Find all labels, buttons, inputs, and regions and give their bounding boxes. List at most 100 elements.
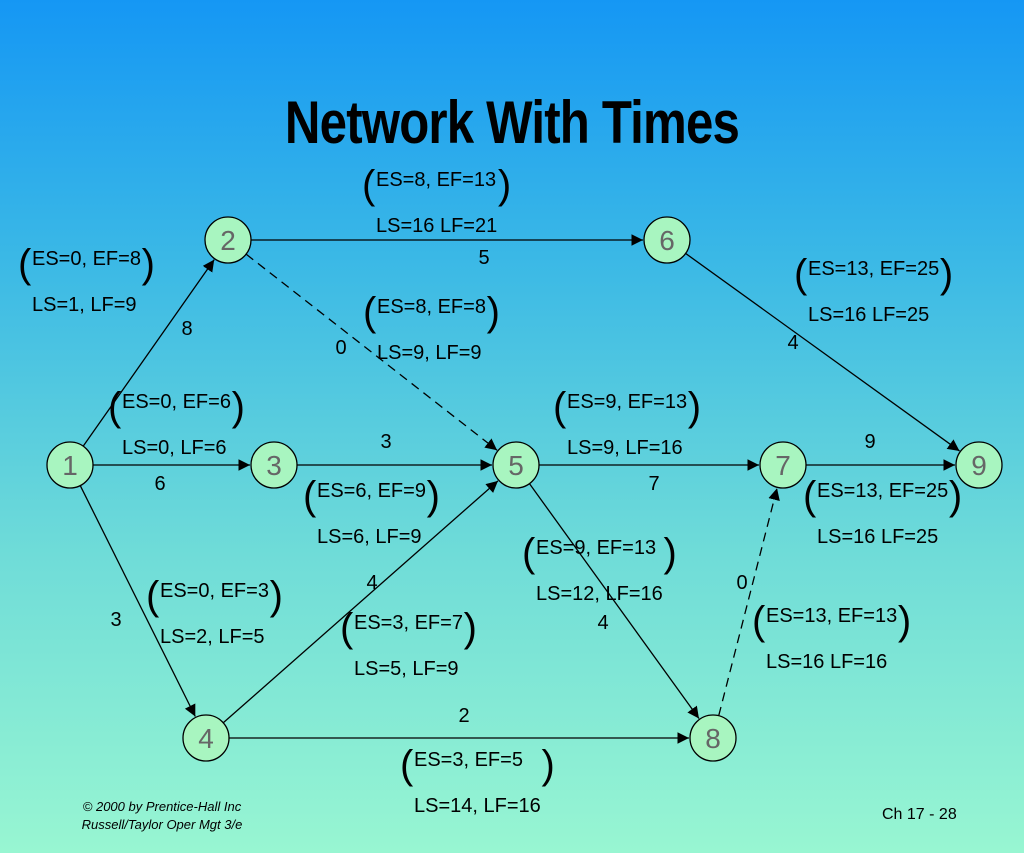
footer-book: Russell/Taylor Oper Mgt 3/e bbox=[81, 817, 243, 832]
ls-lf-text: LS=5, LF=9 bbox=[354, 658, 459, 680]
left-paren: ( bbox=[108, 385, 122, 429]
node-9: 9 bbox=[955, 441, 1003, 489]
node-label-3: 3 bbox=[266, 450, 282, 481]
node-1: 1 bbox=[46, 441, 94, 489]
arrow-5-8 bbox=[528, 483, 700, 719]
node-label-2: 2 bbox=[220, 225, 236, 256]
duration-5-8: 4 bbox=[597, 612, 608, 634]
node-label-9: 9 bbox=[971, 450, 987, 481]
node-7: 7 bbox=[759, 441, 807, 489]
duration-5-7: 7 bbox=[648, 473, 659, 495]
duration-8-7: 0 bbox=[736, 572, 747, 594]
right-paren: ) bbox=[269, 574, 283, 618]
arrow-1-4 bbox=[79, 485, 196, 717]
node-circle-6 bbox=[643, 216, 691, 264]
node-circle-1 bbox=[46, 441, 94, 489]
duration-1-2: 8 bbox=[181, 318, 192, 340]
es-ef-text: ES=6, EF=9 bbox=[317, 480, 426, 502]
right-paren: ) bbox=[663, 531, 677, 575]
node-label-8: 8 bbox=[705, 723, 721, 754]
es-ef-text: ES=13, EF=25 bbox=[817, 480, 949, 502]
left-paren: ( bbox=[553, 385, 567, 429]
node-circle-5 bbox=[492, 441, 540, 489]
right-paren: ) bbox=[141, 242, 155, 286]
right-paren: ) bbox=[541, 743, 555, 787]
duration-4-5: 4 bbox=[366, 572, 377, 594]
left-paren: ( bbox=[146, 574, 160, 618]
right-paren: ) bbox=[939, 252, 954, 296]
arrow-1-2 bbox=[82, 259, 215, 447]
footer-copyright: © 2000 by Prentice-Hall Inc bbox=[82, 799, 242, 814]
left-paren: ( bbox=[303, 474, 317, 518]
ls-lf-text: LS=12, LF=16 bbox=[536, 583, 663, 605]
node-6: 6 bbox=[643, 216, 691, 264]
es-ef-text: ES=0, EF=8 bbox=[32, 248, 141, 270]
left-paren: ( bbox=[340, 606, 354, 650]
footer-credits: © 2000 by Prentice-Hall Inc Russell/Tayl… bbox=[62, 798, 262, 834]
node-2: 2 bbox=[204, 216, 252, 264]
es-ef-text: ES=8, EF=13 bbox=[376, 169, 497, 191]
duration-6-9: 4 bbox=[787, 332, 798, 354]
left-paren: ( bbox=[363, 290, 377, 334]
es-ef-text: ES=9, EF=13 bbox=[536, 537, 657, 559]
ls-lf-text: LS=0, LF=6 bbox=[122, 437, 227, 459]
duration-7-9: 9 bbox=[864, 431, 875, 453]
ls-lf-text: LS=14, LF=16 bbox=[414, 795, 541, 817]
node-label-1: 1 bbox=[62, 450, 78, 481]
ls-lf-text: LS=16 LF=21 bbox=[376, 215, 498, 237]
right-paren: ) bbox=[426, 474, 440, 518]
right-paren: ) bbox=[897, 599, 912, 643]
node-3: 3 bbox=[250, 441, 298, 489]
arrow-2-5 bbox=[245, 253, 498, 451]
duration-4-8: 2 bbox=[458, 705, 469, 727]
node-label-6: 6 bbox=[659, 225, 675, 256]
node-label-4: 4 bbox=[198, 723, 214, 754]
es-ef-text: ES=0, EF=3 bbox=[160, 580, 269, 602]
node-circle-2 bbox=[204, 216, 252, 264]
arrow-6-9 bbox=[685, 252, 960, 452]
arrow-8-7 bbox=[718, 488, 780, 716]
right-paren: ) bbox=[687, 385, 702, 429]
left-paren: ( bbox=[18, 242, 32, 286]
duration-3-5: 3 bbox=[380, 431, 391, 453]
left-paren: ( bbox=[362, 163, 376, 207]
left-paren: ( bbox=[400, 743, 414, 787]
node-8: 8 bbox=[689, 714, 737, 762]
es-ef-text: ES=9, EF=13 bbox=[567, 391, 688, 413]
duration-1-4: 3 bbox=[110, 609, 121, 631]
right-paren: ) bbox=[231, 385, 245, 429]
es-ef-text: ES=3, EF=7 bbox=[354, 612, 463, 634]
ls-lf-text: LS=16 LF=25 bbox=[808, 304, 930, 326]
right-paren: ) bbox=[497, 163, 512, 207]
slide-title: Network With Times bbox=[284, 89, 740, 156]
node-4: 4 bbox=[182, 714, 230, 762]
duration-1-3: 6 bbox=[154, 473, 165, 495]
es-ef-text: ES=13, EF=25 bbox=[808, 258, 940, 280]
duration-2-6: 5 bbox=[478, 247, 489, 269]
ls-lf-text: LS=6, LF=9 bbox=[317, 526, 422, 548]
page-number: Ch 17 - 28 bbox=[882, 806, 957, 823]
ls-lf-text: LS=16 LF=25 bbox=[817, 526, 939, 548]
es-ef-text: ES=0, EF=6 bbox=[122, 391, 231, 413]
node-label-7: 7 bbox=[775, 450, 791, 481]
es-ef-text: ES=13, EF=13 bbox=[766, 605, 898, 627]
ls-lf-text: LS=1, LF=9 bbox=[32, 294, 137, 316]
right-paren: ) bbox=[463, 606, 477, 650]
node-label-5: 5 bbox=[508, 450, 524, 481]
left-paren: ( bbox=[794, 252, 808, 296]
node-5: 5 bbox=[492, 441, 540, 489]
es-ef-text: ES=3, EF=5 bbox=[414, 749, 523, 771]
node-circle-4 bbox=[182, 714, 230, 762]
ls-lf-text: LS=16 LF=16 bbox=[766, 651, 888, 673]
es-ef-text: ES=8, EF=8 bbox=[377, 296, 486, 318]
